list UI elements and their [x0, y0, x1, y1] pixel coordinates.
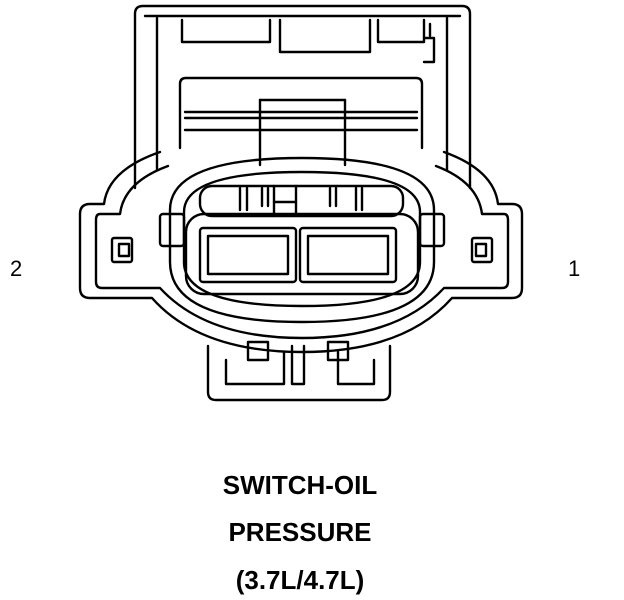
connector-flange: [80, 152, 522, 352]
connector-face: [160, 158, 444, 322]
connector-bottom-latch: [208, 342, 390, 400]
caption-line-3: (3.7L/4.7L): [235, 565, 365, 595]
caption-line-1: SWITCH-OIL: [222, 470, 378, 500]
terminal-cavity-pin-1: [300, 228, 396, 282]
caption-line-2: PRESSURE: [228, 517, 372, 547]
connector-top-housing: [135, 6, 470, 188]
terminal-cavity-pin-2: [200, 228, 296, 282]
pin-label-1: 1: [568, 256, 581, 281]
pin-label-2: 2: [10, 256, 23, 281]
